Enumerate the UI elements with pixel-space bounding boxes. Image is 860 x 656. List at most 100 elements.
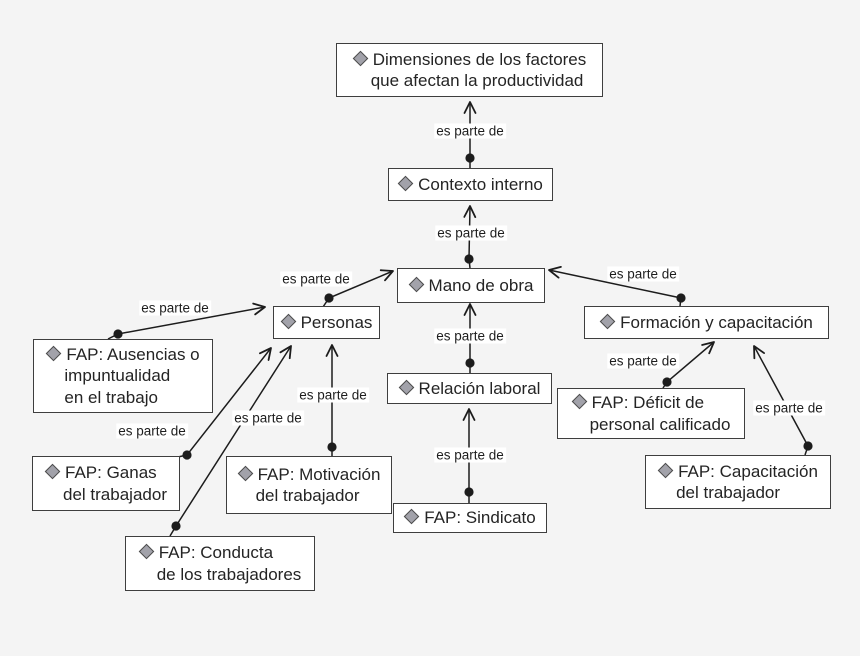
concept-node-mano-de-obra: Mano de obra	[397, 268, 545, 303]
edge-label-ganas-to-personas: es parte de	[116, 423, 188, 439]
edge-junction-dot-motivacion-to-personas	[327, 442, 337, 452]
node-label: Mano de obra	[428, 275, 534, 295]
concept-node-fap-conducta: FAP: Conducta de los trabajadores	[125, 536, 315, 591]
node-text-line: Mano de obra	[408, 275, 534, 297]
edge-junction-dot-ganas-to-personas	[182, 450, 192, 460]
concept-node-fap-deficit: FAP: Déficit de personal calificado	[557, 388, 745, 439]
node-text: Personas	[276, 312, 378, 334]
node-text-line: FAP: Sindicato	[403, 507, 536, 529]
node-label: FAP: Sindicato	[424, 508, 536, 528]
node-label: Formación y capacitación	[620, 312, 813, 332]
node-text: Dimensiones de los factores que afectan l…	[348, 49, 592, 92]
node-text-line: Formación y capacitación	[599, 312, 813, 334]
edge-label-formacion-to-mano: es parte de	[607, 266, 679, 282]
node-text: FAP: Capacitación del trabajador	[653, 461, 823, 504]
diamond-icon	[352, 50, 368, 66]
node-text-line: del trabajador	[45, 484, 167, 506]
node-text-line: impuntualidad	[46, 365, 199, 387]
node-label: en el trabajo	[64, 387, 158, 407]
node-text: Mano de obra	[404, 275, 539, 297]
node-text: FAP: Conducta de los trabajadores	[134, 542, 307, 585]
diamond-icon	[398, 379, 414, 396]
node-text-line: FAP: Ausencias o	[46, 344, 200, 366]
concept-node-personas: Personas	[273, 306, 380, 339]
edge-junction-dot-capacitacion-to-formacion	[803, 441, 813, 451]
edge-label-motivacion-to-personas: es parte de	[297, 387, 369, 403]
edge-junction-dot-personas-to-mano	[324, 293, 334, 303]
diamond-icon	[46, 345, 62, 362]
node-label: de los trabajadores	[156, 564, 302, 584]
node-label: Dimensiones de los factores	[372, 49, 587, 69]
concept-node-formacion: Formación y capacitación	[584, 306, 829, 339]
diamond-icon	[571, 393, 587, 410]
node-text: Contexto interno	[393, 174, 548, 196]
diamond-icon	[280, 313, 296, 330]
node-text-line: FAP: Motivación	[237, 464, 381, 486]
concept-node-fap-capacitacion: FAP: Capacitación del trabajador	[645, 455, 831, 509]
node-text-line: que afectan la productividad	[353, 70, 587, 92]
node-label: Contexto interno	[418, 174, 543, 194]
edge-junction-dot-relacion-to-mano	[465, 358, 475, 368]
node-label: FAP: Capacitación	[678, 461, 818, 481]
node-label: que afectan la productividad	[370, 71, 584, 90]
edge-junction-dot-contexto-to-dimensiones	[465, 153, 475, 163]
diamond-icon	[657, 462, 674, 478]
node-label: FAP: Déficit de	[591, 393, 705, 412]
edge-junction-dot-ausencias-to-personas	[113, 329, 123, 339]
node-text-line: Personas	[280, 312, 373, 334]
edge-label-contexto-to-dimensiones: es parte de	[434, 123, 506, 139]
node-text-line: del trabajador	[658, 482, 818, 504]
edge-label-sindicato-to-relacion: es parte de	[434, 447, 506, 463]
node-text: FAP: Sindicato	[399, 507, 541, 529]
diamond-icon	[138, 543, 154, 560]
node-label: del trabajador	[255, 486, 360, 505]
node-text: Formación y capacitación	[595, 312, 818, 334]
node-text-line: FAP: Conducta	[138, 542, 302, 564]
edge-junction-dot-formacion-to-mano	[676, 293, 686, 303]
node-text-line: personal calificado	[572, 414, 731, 436]
edge-junction-dot-sindicato-to-relacion	[464, 487, 474, 497]
diamond-icon	[403, 508, 420, 525]
concept-node-fap-sindicato: FAP: Sindicato	[393, 503, 547, 533]
node-text-line: Relación laboral	[398, 378, 540, 400]
node-text: FAP: Ganas del trabajador	[40, 462, 172, 505]
node-label: del trabajador	[63, 484, 167, 504]
diamond-icon	[237, 465, 253, 481]
node-text: FAP: Déficit de personal calificado	[567, 392, 736, 435]
edge-junction-dot-deficit-to-formacion	[662, 377, 672, 387]
concept-node-dimensiones: Dimensiones de los factores que afectan l…	[336, 43, 603, 97]
diamond-icon	[599, 313, 616, 330]
edge-label-relacion-to-mano: es parte de	[434, 328, 506, 344]
node-label: impuntualidad	[64, 366, 171, 386]
node-text-line: en el trabajo	[46, 387, 199, 409]
node-text-line: de los trabajadores	[139, 564, 302, 586]
edge-label-mano-to-contexto: es parte de	[435, 225, 507, 241]
concept-node-fap-motivacion: FAP: Motivación del trabajador	[226, 456, 392, 514]
edge-label-ausencias-to-personas: es parte de	[139, 300, 211, 316]
edge-junction-dot-mano-to-contexto	[464, 254, 474, 264]
node-text: Relación laboral	[394, 378, 546, 400]
node-label: personal calificado	[589, 414, 731, 434]
node-label: FAP: Ganas	[65, 463, 157, 482]
diamond-icon	[397, 175, 414, 192]
node-label: del trabajador	[676, 483, 781, 502]
concept-node-contexto-interno: Contexto interno	[388, 168, 553, 201]
node-label: FAP: Conducta	[158, 543, 274, 562]
edge-label-conducta-to-personas: es parte de	[232, 410, 304, 426]
edge-group	[107, 101, 813, 537]
edge-junction-dot-conducta-to-personas	[171, 521, 181, 531]
node-label: Personas	[300, 312, 373, 332]
node-text: FAP: Motivación del trabajador	[233, 464, 386, 507]
node-label: FAP: Ausencias o	[66, 344, 200, 364]
node-text-line: FAP: Ganas	[44, 462, 167, 484]
node-text-line: Dimensiones de los factores	[352, 49, 587, 71]
node-label: FAP: Motivación	[257, 464, 381, 484]
concept-node-fap-ganas: FAP: Ganas del trabajador	[32, 456, 180, 511]
edge-label-capacitacion-to-formacion: es parte de	[753, 400, 825, 416]
diamond-icon	[408, 276, 424, 293]
node-text-line: FAP: Capacitación	[657, 461, 818, 483]
diamond-icon	[44, 463, 61, 480]
